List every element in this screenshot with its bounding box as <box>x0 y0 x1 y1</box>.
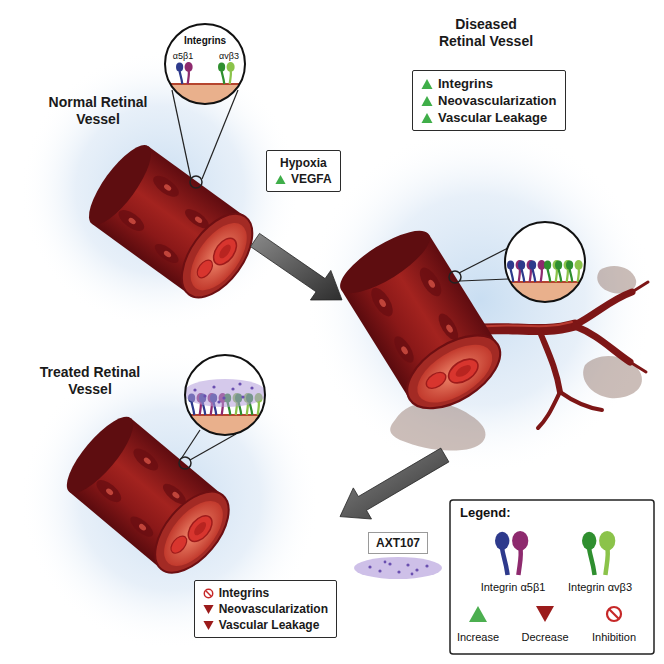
vessel-region: Treated Retinal VesselIntegrinsNeovascul… <box>30 360 340 650</box>
background-glow <box>305 125 655 475</box>
status-box: IntegrinsNeovascularizationVascular Leak… <box>194 580 337 638</box>
status-box: IntegrinsNeovascularizationVascular Leak… <box>412 70 566 131</box>
integrin-inset <box>160 24 250 114</box>
legend-text: Decrease <box>521 630 568 644</box>
vessel-region: Diseased Retinal VesselIntegrinsNeovascu… <box>342 12 620 455</box>
drug-name: AXT107 <box>376 535 420 551</box>
status-row: Integrins <box>203 585 328 601</box>
background-glow <box>20 50 300 330</box>
inset-label: αvβ3 <box>219 50 239 62</box>
status-text: Hypoxia <box>280 155 327 171</box>
status-row: Hypoxia <box>275 155 332 171</box>
legend-heading: Legend: <box>460 505 511 521</box>
drug-cloud <box>354 557 442 579</box>
status-text: Neovascularization <box>219 601 328 617</box>
status-row: Neovascularization <box>203 601 328 617</box>
up-icon <box>275 174 286 185</box>
vessel-heading: Normal Retinal Vessel <box>39 94 157 128</box>
status-row: Neovascularization <box>421 92 557 109</box>
vessel-heading: Treated Retinal Vessel <box>34 364 146 398</box>
legend-box <box>450 500 654 654</box>
flow-arrow <box>340 448 449 519</box>
inset-label: α5β1 <box>173 50 193 62</box>
status-text: Neovascularization <box>438 92 557 109</box>
integrin-inset <box>500 222 590 312</box>
down-icon <box>203 620 214 631</box>
inset-label: Integrins <box>184 34 226 47</box>
no-icon <box>203 588 214 599</box>
flow-arrow <box>251 233 343 300</box>
status-text: Integrins <box>438 75 493 92</box>
status-text: Vascular Leakage <box>219 617 320 633</box>
diseased-vessel <box>332 220 513 423</box>
up-icon <box>421 112 433 124</box>
up-icon <box>421 95 433 107</box>
drug-box: AXT107 <box>368 532 428 554</box>
legend-text: Integrin α5β1 <box>481 580 546 594</box>
condition-box: HypoxiaVEGFA <box>266 150 341 192</box>
legend-text: Increase <box>457 630 499 644</box>
status-row: VEGFA <box>275 171 332 187</box>
status-text: Integrins <box>219 585 270 601</box>
status-row: Vascular Leakage <box>421 109 557 126</box>
status-row: Integrins <box>421 75 557 92</box>
vessel-region: Normal Retinal Vessel <box>35 90 255 290</box>
legend-text: Integrin αvβ3 <box>568 580 632 594</box>
status-text: VEGFA <box>291 171 332 187</box>
up-icon <box>421 78 433 90</box>
status-row: Vascular Leakage <box>203 617 328 633</box>
status-text: Vascular Leakage <box>438 109 547 126</box>
integrin-inset <box>180 355 270 445</box>
legend-text: Inhibition <box>592 630 636 644</box>
down-icon <box>203 604 214 615</box>
vessel-heading: Diseased Retinal Vessel <box>430 16 542 50</box>
